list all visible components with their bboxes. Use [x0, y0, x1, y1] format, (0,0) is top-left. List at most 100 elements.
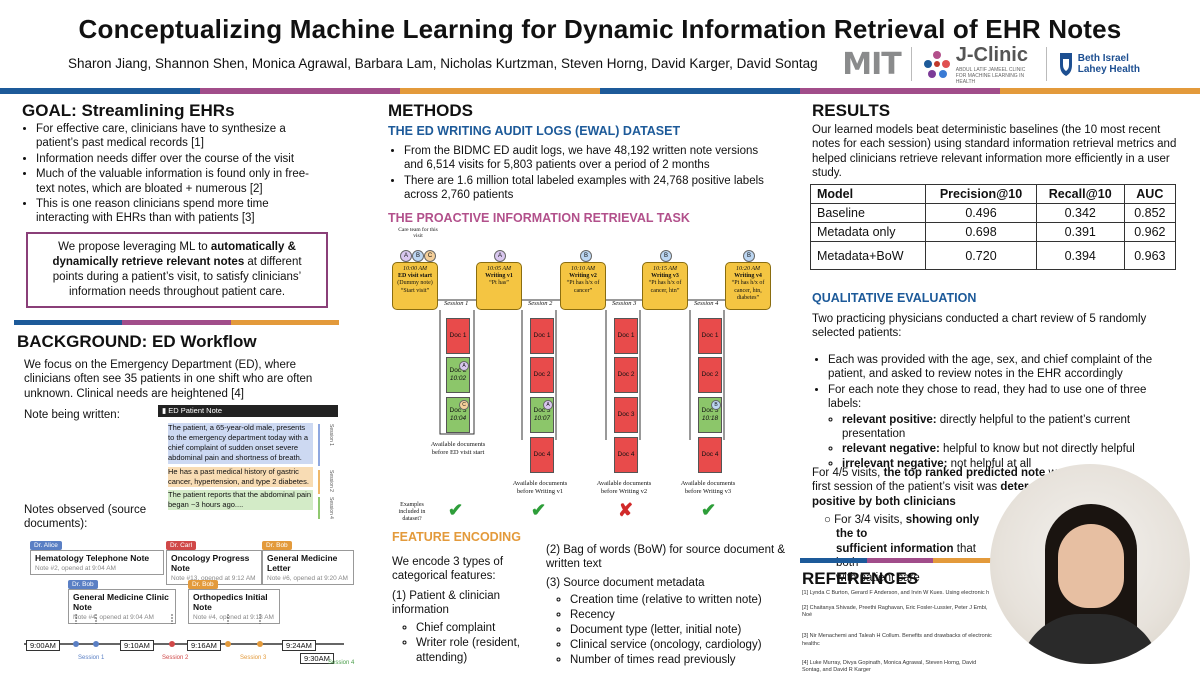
author-list: Sharon Jiang, Shannon Shen, Monica Agraw… [68, 56, 818, 71]
check-icon: ✔ [701, 500, 717, 520]
qual-bullet: Each was provided with the age, sex, and… [828, 353, 1175, 382]
timeline-session: Session 4 [328, 660, 355, 666]
doc-label: Doc 1 [701, 332, 719, 340]
session-label: Session 4 [694, 300, 719, 307]
writing-quote: “Pt has h/x of cancer” [566, 280, 600, 294]
available-docs-label: Available documents before ED visit star… [430, 441, 486, 456]
card-title: Orthopedics Initial Note [193, 592, 268, 612]
finding-bold: positive by both clinicians [812, 495, 956, 508]
doc-label: Doc 3 [449, 407, 467, 415]
clinician-tag: Dr. Bob [262, 541, 292, 550]
feature-3-item: Creation time (relative to written note) [570, 593, 792, 608]
doc-label: Doc 1 [533, 332, 551, 340]
writing-quote: “Start visit” [400, 287, 430, 294]
proposal-text: We propose leveraging ML to [58, 241, 211, 253]
label-item: relevant negative: helpful to know but n… [842, 442, 1175, 457]
clinician-avatar-icon: B [711, 400, 721, 410]
qual-intro: Two practicing physicians conducted a ch… [812, 313, 1147, 340]
table-header: Recall@10 [1035, 184, 1125, 204]
clinician-avatar-icon: A [543, 400, 553, 410]
feature-1-item: Writer role (resident, attending) [416, 636, 538, 666]
finding-1: For 4/5 visits, the top ranked predicted… [812, 466, 1162, 509]
doc-label: Doc 4 [701, 451, 719, 459]
writing-name: Writing v4 [734, 273, 762, 280]
presenter-video[interactable] [990, 464, 1190, 664]
results-intro: Our learned models beat deterministic ba… [812, 124, 1177, 180]
background-text: We focus on the Emergency Department (ED… [24, 359, 313, 400]
timeline-time: 9:24AM [282, 640, 316, 651]
note-panel-body: The patient, a 65-year-old male, present… [168, 423, 313, 510]
poster-title: Conceptualizing Machine Learning for Dyn… [78, 14, 1122, 44]
label-item: relevant positive: directly helpful to t… [842, 413, 1175, 443]
clinician-avatar-icon: B [580, 250, 592, 262]
note-segment-2: He has a past medical history of gastric… [168, 466, 313, 487]
bi-line2: Lahey Health [1077, 64, 1140, 75]
writing-quote: “Pt has h/x of cancer, htn, diabetes” [731, 280, 765, 301]
table-cell: Metadata only [809, 222, 927, 242]
bi-line1: Beth Israel [1077, 53, 1129, 64]
clinician-tag: Dr. Bob [68, 580, 98, 589]
reference-item: [2] Chaitanya Shivade, Preethi Raghavan,… [802, 605, 988, 619]
table-cell: 0.963 [1123, 241, 1177, 270]
doc-label: Doc 3 [701, 407, 719, 415]
table-cell: 0.342 [1035, 203, 1125, 223]
goal-title: GOAL: Streamlining EHRs [22, 101, 235, 120]
ewal-bullets: From the BIDMC ED audit logs, we have 48… [386, 144, 776, 204]
card-meta: Note #13, opened at 9:12 AM [171, 575, 256, 582]
writing-quote: “Pt has h/x of cancer, htn” [648, 280, 682, 294]
results-title: RESULTS [812, 101, 891, 120]
note-label: Note being written: [24, 409, 120, 421]
card-meta: Note #4, opened at 9:18 AM [193, 614, 274, 621]
logo-divider [910, 47, 912, 81]
jclinic-logo: J-Clinic ABDUL LATIF JAMEEL CLINIC FOR M… [922, 44, 1036, 85]
clinician-avatar-icon: C [424, 250, 436, 262]
writing-time: 10:05 AM [486, 266, 512, 272]
clinician-tag: Dr. Carl [166, 541, 197, 550]
label-desc: directly helpful to the patient’s curren… [842, 413, 1131, 441]
reference-item: [3] Nir Menachemi and Taleah H Collum. B… [802, 633, 992, 647]
available-docs-label: Available documents before Writing v1 [512, 480, 568, 495]
header-stripe [0, 88, 1200, 94]
doc-label: Doc 1 [617, 332, 635, 340]
check-icon: ✔ [531, 500, 547, 520]
doc-card: Doc 1 [530, 318, 554, 354]
proposal-highlight: automatically & dynamically retrieve rel… [52, 241, 296, 268]
table-header: Model [809, 184, 927, 204]
doc-time: 10:02 [449, 375, 467, 382]
session-axis [438, 299, 725, 301]
doc-card: Doc 3 [614, 397, 638, 433]
doc-label: Doc 3 [617, 411, 635, 419]
feature-3-item: Document type (letter, initial note) [570, 623, 792, 638]
card-title: Oncology Progress Note [171, 553, 250, 573]
card-title: General Medicine Letter [267, 553, 338, 573]
doc-card: Doc 4 [614, 437, 638, 473]
timeline-session: Session 1 [78, 655, 105, 661]
obs-label: Notes observed (source documents): [24, 504, 147, 531]
goal-bullet: Information needs differ over the course… [36, 152, 318, 166]
references-title: REFERENCES [802, 569, 919, 588]
doc-card: Doc 1 [614, 318, 638, 354]
qual-title: QUALITATIVE EVALUATION [812, 291, 977, 305]
clinician-avatar-icon: B [743, 250, 755, 262]
logo-divider [1045, 47, 1047, 81]
goal-bullet: For effective care, clinicians have to s… [36, 122, 318, 151]
cross-icon: ✘ [618, 500, 634, 520]
examples-label: Examples included in dataset? [398, 502, 426, 523]
jclinic-subtitle: ABDUL LATIF JAMEEL CLINIC FOR MACHINE LE… [955, 66, 1026, 85]
mit-logo: MIT [842, 46, 901, 82]
doc-time: 10:18 [701, 415, 719, 422]
doc-label: Doc 2 [449, 367, 467, 375]
doc-label: Doc 2 [701, 371, 719, 379]
results-table: Model Precision@10 Recall@10 AUC Baselin… [809, 184, 1177, 270]
table-cell: 0.962 [1123, 222, 1177, 242]
timeline-time: 9:10AM [120, 640, 154, 651]
card-meta: Note #4, opened at 9:04 AM [73, 614, 154, 621]
timeline-time: 9:30AM [300, 653, 334, 664]
feature-3: (3) Source document metadata [546, 577, 705, 589]
